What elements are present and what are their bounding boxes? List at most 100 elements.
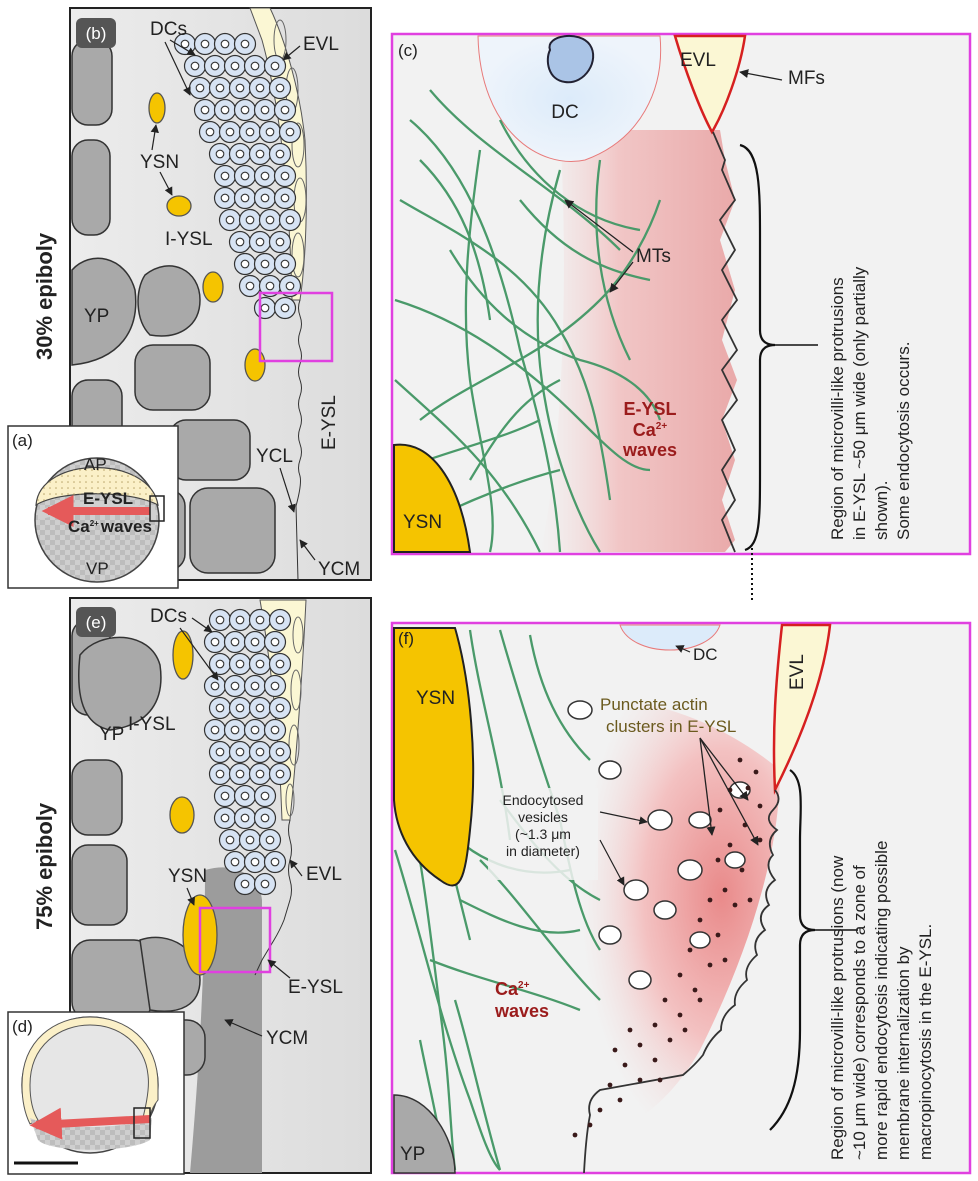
panel-e-tag: (e): [86, 613, 107, 632]
label-punctate-2: clusters in E-YSL: [606, 717, 736, 736]
actin-dot: [698, 918, 703, 923]
label-iysl-e: I-YSL: [128, 714, 176, 735]
deep-cell-nucleus: [236, 238, 244, 246]
deep-cell-nucleus: [246, 128, 254, 136]
label-dc-f: DC: [693, 645, 718, 664]
label-endo-3: (~1.3 μm: [515, 826, 571, 842]
actin-dot: [754, 770, 759, 775]
deep-cell-nucleus: [216, 748, 224, 756]
deep-cell-nucleus: [251, 62, 259, 70]
actin-dot: [683, 1028, 688, 1033]
deep-cell-nucleus: [241, 260, 249, 268]
deep-cell-nucleus: [226, 128, 234, 136]
deep-cell-nucleus: [221, 106, 229, 114]
actin-dot: [638, 1043, 643, 1048]
deep-cell-nucleus: [216, 616, 224, 624]
label-endo-4: in diameter): [506, 843, 580, 859]
actin-dot: [678, 1013, 683, 1018]
deep-cell-nucleus: [266, 836, 274, 844]
label-endo-2: vesicles: [518, 809, 568, 825]
actin-dot: [718, 808, 723, 813]
deep-cell-nucleus: [226, 836, 234, 844]
actin-dot: [758, 838, 763, 843]
deep-cell-nucleus: [256, 84, 264, 92]
label-evl-e: EVL: [306, 864, 342, 885]
deep-cell-nucleus: [281, 106, 289, 114]
deep-cell-nucleus: [221, 40, 229, 48]
deep-cell-nucleus: [281, 194, 289, 202]
deep-cell-nucleus: [211, 682, 219, 690]
deep-cell-nucleus: [261, 304, 269, 312]
deep-cell-nucleus: [201, 106, 209, 114]
label-mts: MTs: [636, 246, 671, 267]
label-eysl-e: E-YSL: [288, 977, 343, 998]
label-ysn-e: YSN: [168, 866, 207, 887]
panel-f-tag: (f): [398, 629, 414, 648]
deep-cell-nucleus: [201, 40, 209, 48]
actin-dot: [653, 1023, 658, 1028]
actin-dot: [598, 1108, 603, 1113]
panel-d: (d): [8, 1012, 184, 1174]
deep-cell-nucleus: [276, 238, 284, 246]
deep-cell-nucleus: [231, 62, 239, 70]
deep-cell-nucleus: [216, 150, 224, 158]
deep-cell-nucleus: [261, 106, 269, 114]
deep-cell-nucleus: [216, 84, 224, 92]
deep-cell-nucleus: [276, 770, 284, 778]
actin-dot: [716, 858, 721, 863]
deep-cell-nucleus: [221, 792, 229, 800]
deep-cell-nucleus: [241, 792, 249, 800]
deep-cell-nucleus: [216, 704, 224, 712]
label-ap: AP: [84, 455, 107, 474]
actin-dot: [613, 1048, 618, 1053]
label-punctate-1: Punctate actin: [600, 695, 708, 714]
actin-dot: [746, 786, 751, 791]
deep-cell-nucleus: [256, 770, 264, 778]
panel-c: (c) DC EVL MFs MTs E-YSL Ca2+ waves YSN …: [392, 34, 970, 600]
deep-cell-nucleus: [276, 616, 284, 624]
deep-cell-nucleus: [251, 638, 259, 646]
panel-c-tag: (c): [398, 41, 418, 60]
deep-cell-nucleus: [236, 616, 244, 624]
deep-cell-nucleus: [276, 660, 284, 668]
deep-cell-nucleus: [271, 726, 279, 734]
deep-cell-nucleus: [271, 638, 279, 646]
actin-dot: [708, 898, 713, 903]
svg-text:more rapid endocytosis indicat: more rapid endocytosis indicating possib…: [872, 841, 891, 1160]
deep-cell-nucleus: [226, 216, 234, 224]
actin-dot: [658, 1078, 663, 1083]
label-dcs-e: DCs: [150, 606, 187, 627]
actin-dot: [733, 903, 738, 908]
deep-cell-nucleus: [251, 726, 259, 734]
deep-cell-nucleus: [246, 282, 254, 290]
deep-cell-nucleus: [266, 128, 274, 136]
deep-cell-nucleus: [286, 128, 294, 136]
label-evl: EVL: [303, 34, 339, 55]
svg-text:~10 μm wide) corresponds to a: ~10 μm wide) corresponds to a zone of: [850, 865, 869, 1160]
panel-a: (a) AP E-YSL Ca2+waves VP: [8, 426, 178, 588]
label-evl-c: EVL: [680, 50, 716, 71]
label-eysl-c: E-YSL: [623, 399, 676, 419]
deep-cell-nucleus: [271, 62, 279, 70]
deep-cell-nucleus: [216, 660, 224, 668]
deep-cell-nucleus: [276, 748, 284, 756]
label-endo-1: Endocytosed: [503, 792, 584, 808]
label-eysl: E-YSL: [319, 395, 340, 450]
actin-dot: [688, 948, 693, 953]
deep-cell-nucleus: [241, 194, 249, 202]
label-vp: VP: [86, 559, 109, 578]
label-evl-f: EVL: [787, 654, 808, 690]
deep-cell-nucleus: [221, 814, 229, 822]
deep-cell-nucleus: [191, 62, 199, 70]
deep-cell-nucleus: [286, 282, 294, 290]
deep-cell-nucleus: [231, 726, 239, 734]
deep-cell-nucleus: [196, 84, 204, 92]
label-yp-f: YP: [400, 1144, 425, 1165]
svg-text:Region of microvilli-like prot: Region of microvilli-like protrusions: [828, 277, 847, 540]
label-ysn-f: YSN: [416, 688, 455, 709]
deep-cell-nucleus: [256, 150, 264, 158]
deep-cell-nucleus: [211, 638, 219, 646]
deep-cell-nucleus: [256, 660, 264, 668]
panel-f: (f) YSN DC EVL Punctate actin clusters i…: [392, 623, 970, 1173]
